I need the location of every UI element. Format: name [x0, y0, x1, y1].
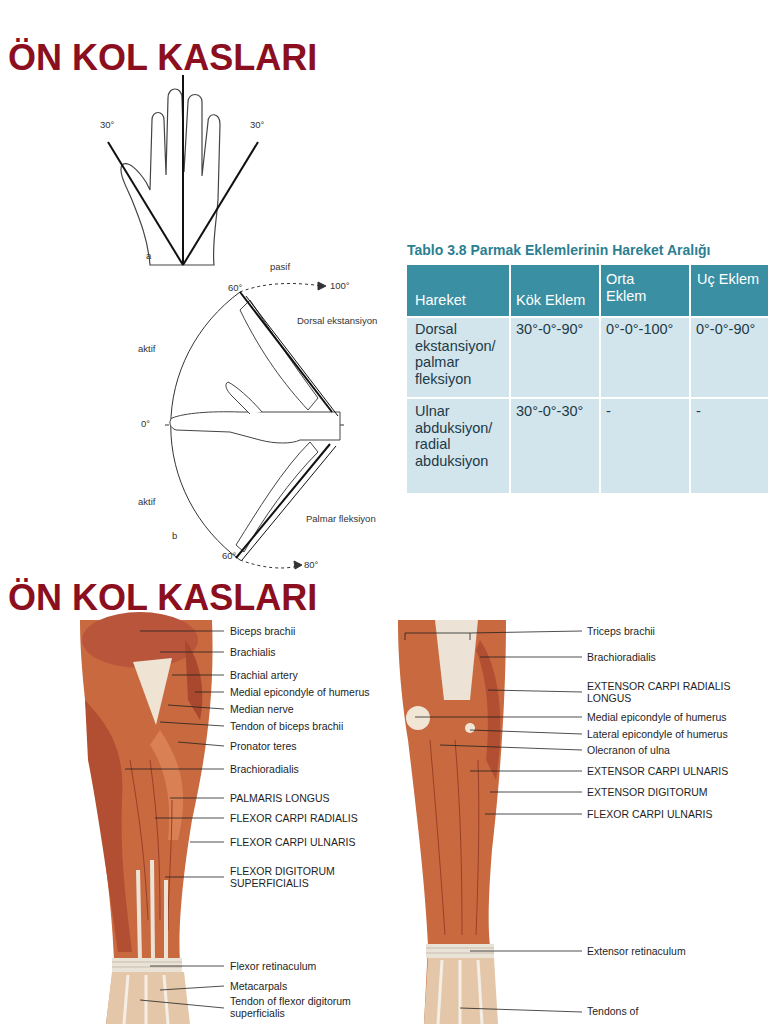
table-cell: Dorsal ekstansiyon/ palmar fleksiyon — [415, 321, 507, 388]
muscle-label: Medial epicondyle of humerus — [587, 711, 727, 723]
slide-title: ÖN KOL KASLARI — [8, 578, 317, 618]
posterior-forearm — [398, 620, 506, 1024]
muscle-label: FLEXOR CARPI ULNARIS — [230, 836, 355, 848]
table-cell: - — [606, 403, 690, 420]
muscle-label: Brachial artery — [230, 669, 298, 681]
table-cell: - — [696, 403, 766, 420]
table-header: Hareket — [415, 292, 505, 309]
angle-label: 100° — [330, 281, 350, 292]
angle-label: 80° — [304, 560, 318, 571]
muscle-label: Brachioradialis — [587, 651, 656, 663]
table-header: Uç Eklem — [697, 271, 761, 288]
table-caption: Tablo 3.8 Parmak Eklemlerinin Hareket Ar… — [407, 242, 710, 258]
angle-label: 60° — [222, 551, 236, 562]
muscle-label: EXTENSOR DIGITORUM — [587, 786, 708, 798]
muscle-label: FLEXOR DIGITORUM SUPERFICIALIS — [230, 865, 355, 889]
figure-letter: b — [172, 531, 177, 542]
angle-label: 60° — [228, 283, 242, 294]
motion-label: Dorsal ekstansiyon — [297, 316, 377, 327]
table-cell: 0°-0°-90° — [696, 321, 766, 338]
angle-label: 30° — [100, 120, 114, 131]
muscle-label: Lateral epicondyle of humerus — [587, 728, 728, 740]
table-header: Orta Eklem — [606, 271, 676, 304]
muscle-label: Tendon of biceps brachii — [230, 720, 343, 732]
muscle-label: Metacarpals — [230, 980, 287, 992]
muscle-label: Triceps brachii — [587, 625, 655, 637]
table-grid — [407, 265, 768, 493]
motion-label: Palmar fleksiyon — [306, 514, 376, 525]
muscle-label: EXTENSOR CARPI RADIALIS LONGUS — [587, 680, 757, 704]
slide-title: ÖN KOL KASLARI — [8, 38, 317, 78]
angle-lines-a — [108, 75, 258, 265]
muscle-label: Olecranon of ulna — [587, 744, 670, 756]
table-cell: 0°-0°-100° — [606, 321, 690, 338]
leader-lines — [125, 631, 582, 1012]
muscle-label: Brachialis — [230, 646, 276, 658]
muscle-label: Median nerve — [230, 703, 294, 715]
muscle-label: Extensor retinaculum — [587, 945, 686, 957]
range-note: pasif — [270, 262, 290, 273]
muscle-label: FLEXOR CARPI ULNARIS — [587, 808, 712, 820]
muscle-label: Pronator teres — [230, 740, 297, 752]
muscle-label: Biceps brachii — [230, 625, 295, 637]
muscle-label: Brachioradialis — [230, 763, 299, 775]
range-note: aktif — [138, 344, 155, 355]
muscle-label: Medial epicondyle of humerus — [230, 686, 370, 698]
range-note: aktif — [138, 497, 155, 508]
muscle-label: EXTENSOR CARPI ULNARIS — [587, 765, 728, 777]
muscle-label: Tendon of flexor digitorum superficialis — [230, 995, 355, 1019]
hand-figure-a — [121, 89, 220, 265]
muscle-label: Flexor retinaculum — [230, 960, 316, 972]
muscle-label: FLEXOR CARPI RADIALIS — [230, 812, 358, 824]
table-cell: 30°-0°-30° — [516, 403, 602, 420]
muscle-label: Tendons of — [587, 1005, 638, 1017]
angle-label: 30° — [250, 120, 264, 131]
figure-letter: a — [146, 251, 151, 262]
table-cell: Ulnar abduksiyon/ radial abduksiyon — [415, 403, 507, 470]
angle-label: 0° — [141, 419, 150, 430]
muscle-label: PALMARIS LONGUS — [230, 792, 330, 804]
table-header: Kök Eklem — [516, 292, 598, 309]
table-cell: 30°-0°-90° — [516, 321, 602, 338]
